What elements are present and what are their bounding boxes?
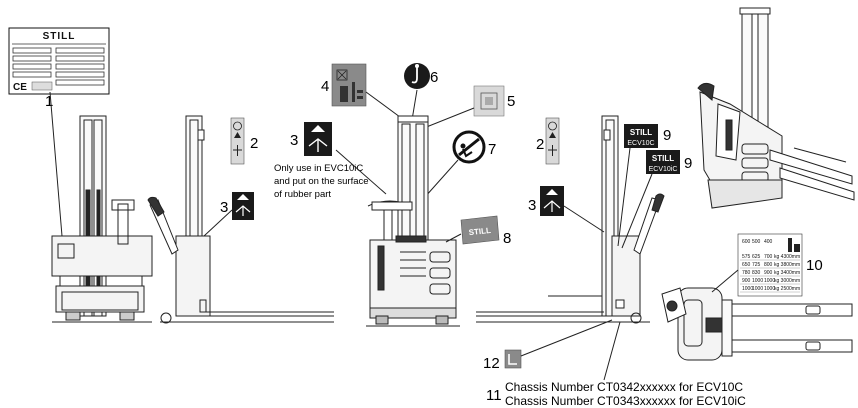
- label-9a-brand: STILL: [630, 128, 652, 137]
- callout-3a: 3: [220, 199, 228, 216]
- label-12: [504, 349, 522, 369]
- leader-line-12: [520, 319, 613, 357]
- leader-line-8: [445, 233, 462, 243]
- note-line-2: and put on the surface: [274, 176, 369, 187]
- truck-top-view: [661, 287, 853, 361]
- callout-12: 12: [483, 355, 500, 372]
- nameplate-brand: STILL: [43, 31, 76, 42]
- callout-5: 5: [507, 93, 515, 110]
- ce-mark: CE: [13, 82, 27, 93]
- label-7: [452, 130, 486, 164]
- leader-line-11: [603, 321, 621, 381]
- label-2-left: [230, 117, 245, 165]
- truck-perspective-view: [697, 7, 855, 209]
- label-9b-model: ECV10iC: [649, 166, 678, 173]
- capacity-cell: 700: [764, 254, 773, 260]
- leader-line-4: [365, 91, 405, 121]
- truck-side-view: [147, 115, 334, 324]
- label-8-brand: STILL: [468, 226, 491, 237]
- callout-6: 6: [430, 69, 438, 86]
- callout-9a: 9: [663, 127, 671, 144]
- capacity-cell: 830: [752, 270, 761, 276]
- leader-line-3c: [563, 205, 605, 233]
- capacity-cell: 625: [752, 254, 761, 260]
- capacity-cell: 1000: [752, 286, 763, 292]
- capacity-cell: kg 3400mm: [774, 270, 800, 276]
- capacity-cell: 900: [764, 270, 773, 276]
- label-5: [473, 85, 505, 117]
- capacity-cell: 725: [752, 262, 761, 268]
- leader-line-1: [49, 91, 63, 237]
- label-9-ecv10c: STILL ECV10C: [624, 124, 658, 148]
- capacity-cell: kg 4300mm: [774, 254, 800, 260]
- chassis-line-2: Chassis Number CT0343xxxxxx for ECV10iC: [505, 394, 746, 408]
- label-9-ecv10ic: STILL ECV10iC: [646, 150, 680, 174]
- callout-3b: 3: [290, 132, 298, 149]
- capacity-cell: 1000: [742, 286, 753, 292]
- truck-front-view: [366, 115, 460, 327]
- chassis-line-1: Chassis Number CT0342xxxxxx for ECV10C: [505, 380, 743, 394]
- callout-7: 7: [488, 141, 496, 158]
- note-line-1: Only use in EVC10iC: [274, 163, 363, 174]
- leader-line-5: [423, 107, 475, 129]
- capacity-cell: 1000: [764, 286, 775, 292]
- leader-line-10: [711, 269, 739, 293]
- capacity-header-cell: 500: [752, 239, 761, 245]
- label-9a-model: ECV10C: [627, 140, 654, 147]
- callout-4: 4: [321, 78, 329, 95]
- leader-line-9b: [621, 173, 653, 249]
- callout-11: 11: [486, 387, 502, 404]
- capacity-header-cell: 400: [764, 239, 773, 245]
- label-6: [404, 63, 430, 89]
- callout-9b: 9: [684, 155, 692, 172]
- capacity-cell: kg 2500mm: [774, 286, 800, 292]
- callout-1: 1: [45, 93, 53, 110]
- leader-line-9a: [617, 147, 631, 247]
- capacity-cell: 575: [742, 254, 751, 260]
- leader-line-6: [411, 89, 418, 121]
- label-3-middle: [304, 122, 332, 156]
- leader-line-3a: [203, 209, 233, 237]
- capacity-cell: 1000: [764, 278, 775, 284]
- callout-2a: 2: [250, 135, 258, 152]
- leader-line-3b: [335, 149, 387, 195]
- callout-2b: 2: [536, 136, 544, 153]
- callout-8: 8: [503, 230, 511, 247]
- label-2-right: [545, 117, 560, 165]
- capacity-cell: 1000: [752, 278, 763, 284]
- capacity-cell: 900: [742, 278, 751, 284]
- callout-3c: 3: [528, 197, 536, 214]
- note-line-3: of rubber part: [274, 189, 331, 200]
- label-3-truck-b: [232, 192, 254, 220]
- truck-rear-view: [51, 115, 153, 323]
- truck-side-view-right: [476, 115, 665, 324]
- capacity-cell: kg 3800mm: [774, 262, 800, 268]
- capacity-cell: kg 3000mm: [774, 278, 800, 284]
- callout-10: 10: [806, 257, 823, 274]
- label-9b-brand: STILL: [652, 154, 674, 163]
- nameplate-label: STILL CE: [8, 27, 110, 95]
- capacity-cell: 650: [742, 262, 751, 268]
- label-4: [331, 63, 367, 107]
- label-3-right: [540, 186, 564, 216]
- label-8: STILL: [460, 215, 500, 245]
- capacity-header-cell: 600: [742, 239, 751, 245]
- capacity-cell: 780: [742, 270, 751, 276]
- capacity-cell: 800: [764, 262, 773, 268]
